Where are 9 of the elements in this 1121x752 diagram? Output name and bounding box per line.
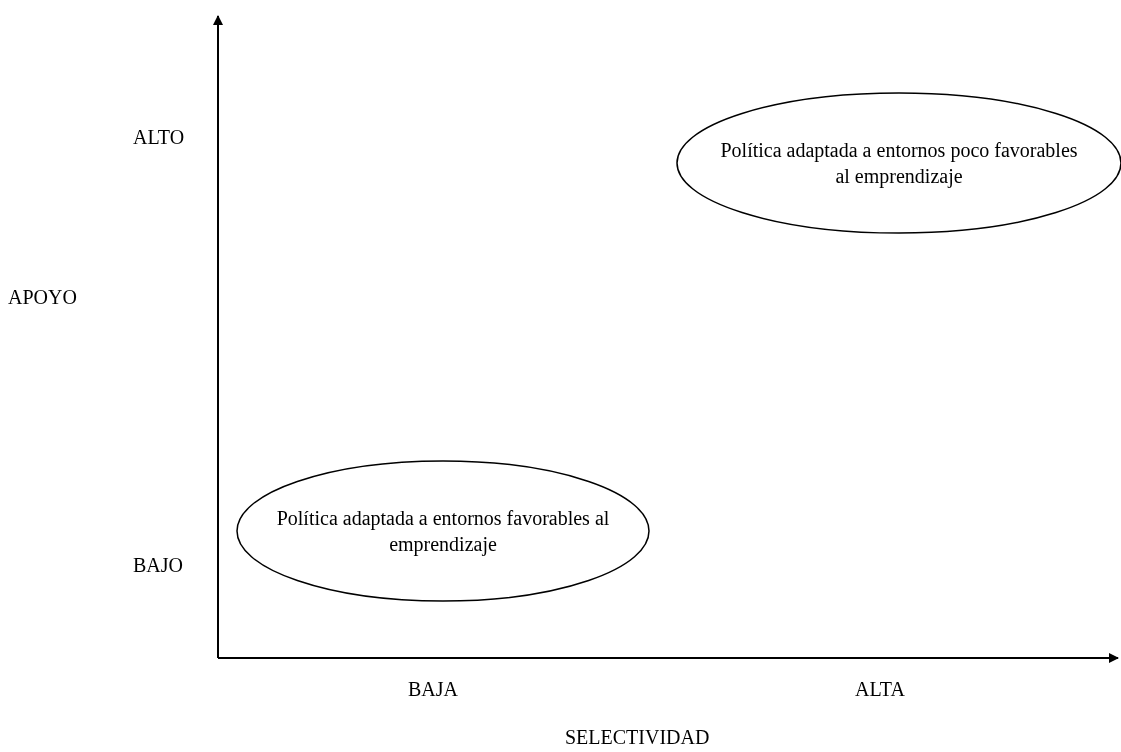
axis-tick-label: ALTA (855, 678, 905, 701)
axis-tick-label: BAJA (408, 678, 458, 701)
node-text: Política adaptada a entornos favorables al emprendizaje (275, 506, 611, 557)
axis-tick-label: BAJO (133, 554, 183, 577)
axis-title: SELECTIVIDAD (565, 726, 710, 749)
axis-tick-label: ALTO (133, 126, 185, 149)
node-text: Política adaptada a entornos poco favorables al emprendizaje (719, 138, 1079, 189)
axis-title: APOYO (8, 286, 77, 309)
ellipse-node (236, 460, 650, 602)
